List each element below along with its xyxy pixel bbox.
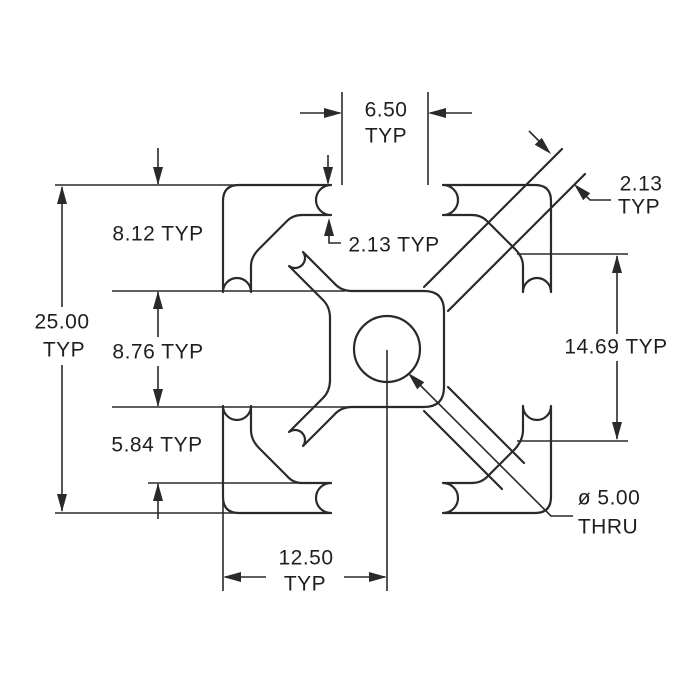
arrowhead (153, 167, 163, 185)
dim-web-thickness-value: 2.13 (619, 172, 663, 196)
arrowhead (574, 184, 591, 201)
dim-overall-typ: TYP (42, 338, 86, 362)
arrowhead (223, 572, 241, 582)
arrowheads (57, 108, 622, 582)
arrowhead (153, 389, 163, 407)
dim-slot-width-typ: TYP (364, 124, 408, 148)
arrowhead (324, 108, 342, 118)
dim-slot-width-value: 6.50 (364, 98, 408, 122)
arrowhead (323, 167, 333, 185)
arrowhead (428, 108, 446, 118)
arrowhead (57, 494, 67, 512)
callout-hole-thru: THRU (577, 515, 639, 539)
profile-corner-block-bottom-left (221, 404, 333, 515)
arrowhead (612, 422, 622, 440)
profile-center-core (287, 250, 446, 448)
arrowhead (369, 572, 387, 582)
arrowhead (153, 291, 163, 309)
dim-web-thickness-typ: TYP (617, 195, 661, 219)
profile-corner-block-top-right (441, 183, 553, 294)
profile-corner-block-top-left (221, 183, 333, 294)
dim-overall-value: 25.00 (34, 310, 90, 334)
dim-lower-offset: 5.84 TYP (111, 433, 203, 457)
web-wall-line-top-right-inner (446, 172, 587, 313)
web-wall-line-top-right-outer (422, 147, 564, 289)
dim-slot-depth: 8.12 TYP (112, 222, 204, 246)
web-wall-line-bottom-right-inner (446, 385, 526, 465)
dim-core-span: 8.76 TYP (112, 340, 204, 364)
web-wall-line-bottom-right-outer (422, 409, 504, 491)
callout-hole-diameter: ø 5.00 (577, 486, 641, 510)
dim-flange-span: 14.69 TYP (564, 335, 668, 359)
arrowhead (534, 137, 551, 154)
arrowhead (57, 186, 67, 204)
dim-lip-thickness: 2.13 TYP (348, 233, 440, 257)
dim-center-offset-value: 12.50 (278, 546, 334, 570)
dim-center-offset-typ: TYP (283, 572, 327, 596)
arrowhead (408, 373, 425, 390)
arrowhead (612, 255, 622, 273)
profile-corner-block-bottom-right (441, 404, 553, 515)
leader-hole (410, 375, 573, 517)
arrowhead (324, 218, 334, 236)
arrowhead (153, 483, 163, 501)
